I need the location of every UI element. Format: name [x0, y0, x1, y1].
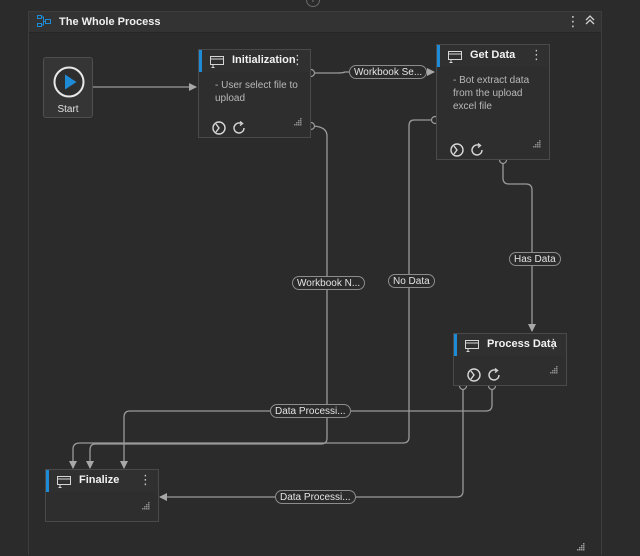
node-actions [449, 142, 485, 163]
node-finalize[interactable]: Finalize ⋮ [45, 469, 159, 522]
edge-label-no-data[interactable]: No Data [388, 274, 435, 288]
node-initialization[interactable]: Initialization ⋮ - User select file to u… [198, 49, 311, 138]
more-options-icon[interactable]: ⋮ [291, 52, 304, 67]
more-options-icon[interactable]: ⋮ [139, 472, 152, 487]
node-titlebar: Finalize ⋮ [46, 470, 158, 492]
edge-label-data-processing-2[interactable]: Data Processi... [275, 490, 356, 504]
wire-has-data [502, 160, 536, 332]
sequence-icon [57, 475, 71, 493]
sequence-icon [210, 55, 224, 73]
edge-label-workbook-selected[interactable]: Workbook Se... [349, 65, 428, 79]
resize-grip-icon[interactable] [532, 135, 541, 153]
edge-label-data-processing-1[interactable]: Data Processi... [270, 404, 351, 418]
node-title: Initialization [232, 54, 296, 66]
flowchart-title: The Whole Process [59, 16, 161, 28]
node-description: - User select file to upload [215, 80, 298, 104]
wire-no-data [69, 119, 435, 469]
node-titlebar: Get Data ⋮ [437, 45, 549, 67]
node-get-data[interactable]: Get Data ⋮ - Bot extract data from the u… [436, 44, 550, 160]
retry-icon[interactable] [231, 120, 247, 141]
retry-icon[interactable] [469, 142, 485, 163]
node-process-data[interactable]: Process Data ⋮ [453, 333, 567, 386]
retry-icon[interactable] [486, 367, 502, 388]
container-resize-grip-icon[interactable] [576, 538, 585, 556]
edge-label-has-data[interactable]: Has Data [509, 252, 561, 266]
more-options-icon[interactable]: ⋮ [530, 47, 543, 62]
play-icon [53, 66, 85, 103]
flowchart-header: The Whole Process ⋮ [29, 12, 601, 33]
flowchart-icon [37, 15, 51, 33]
refresh-icon[interactable] [449, 142, 465, 163]
node-title: Process Data [487, 338, 557, 350]
resize-grip-icon[interactable] [549, 361, 558, 379]
wire-workbook-selected [311, 68, 435, 76]
resize-grip-icon[interactable] [293, 113, 302, 131]
node-titlebar: Process Data ⋮ [454, 334, 566, 356]
wire-data-processing-1 [120, 386, 493, 469]
wire-data-processing-2 [159, 386, 464, 501]
sequence-icon [465, 339, 479, 357]
refresh-icon[interactable] [466, 367, 482, 388]
node-title: Get Data [470, 49, 516, 61]
node-actions [466, 367, 502, 388]
node-title: Finalize [79, 474, 120, 486]
node-actions [211, 120, 247, 141]
edge-label-workbook-not[interactable]: Workbook N... [292, 276, 366, 290]
resize-grip-icon[interactable] [141, 497, 150, 515]
more-options-icon[interactable]: ⋮ [566, 13, 580, 29]
node-titlebar: Initialization ⋮ [199, 50, 310, 72]
start-label: Start [57, 104, 79, 115]
refresh-icon[interactable] [211, 120, 227, 141]
sequence-icon [448, 50, 462, 68]
start-node[interactable]: Start [43, 57, 93, 118]
more-options-icon[interactable]: ⋮ [547, 336, 560, 351]
collapse-icon[interactable] [585, 14, 595, 29]
node-description: - Bot extract data from the upload excel… [453, 75, 530, 112]
